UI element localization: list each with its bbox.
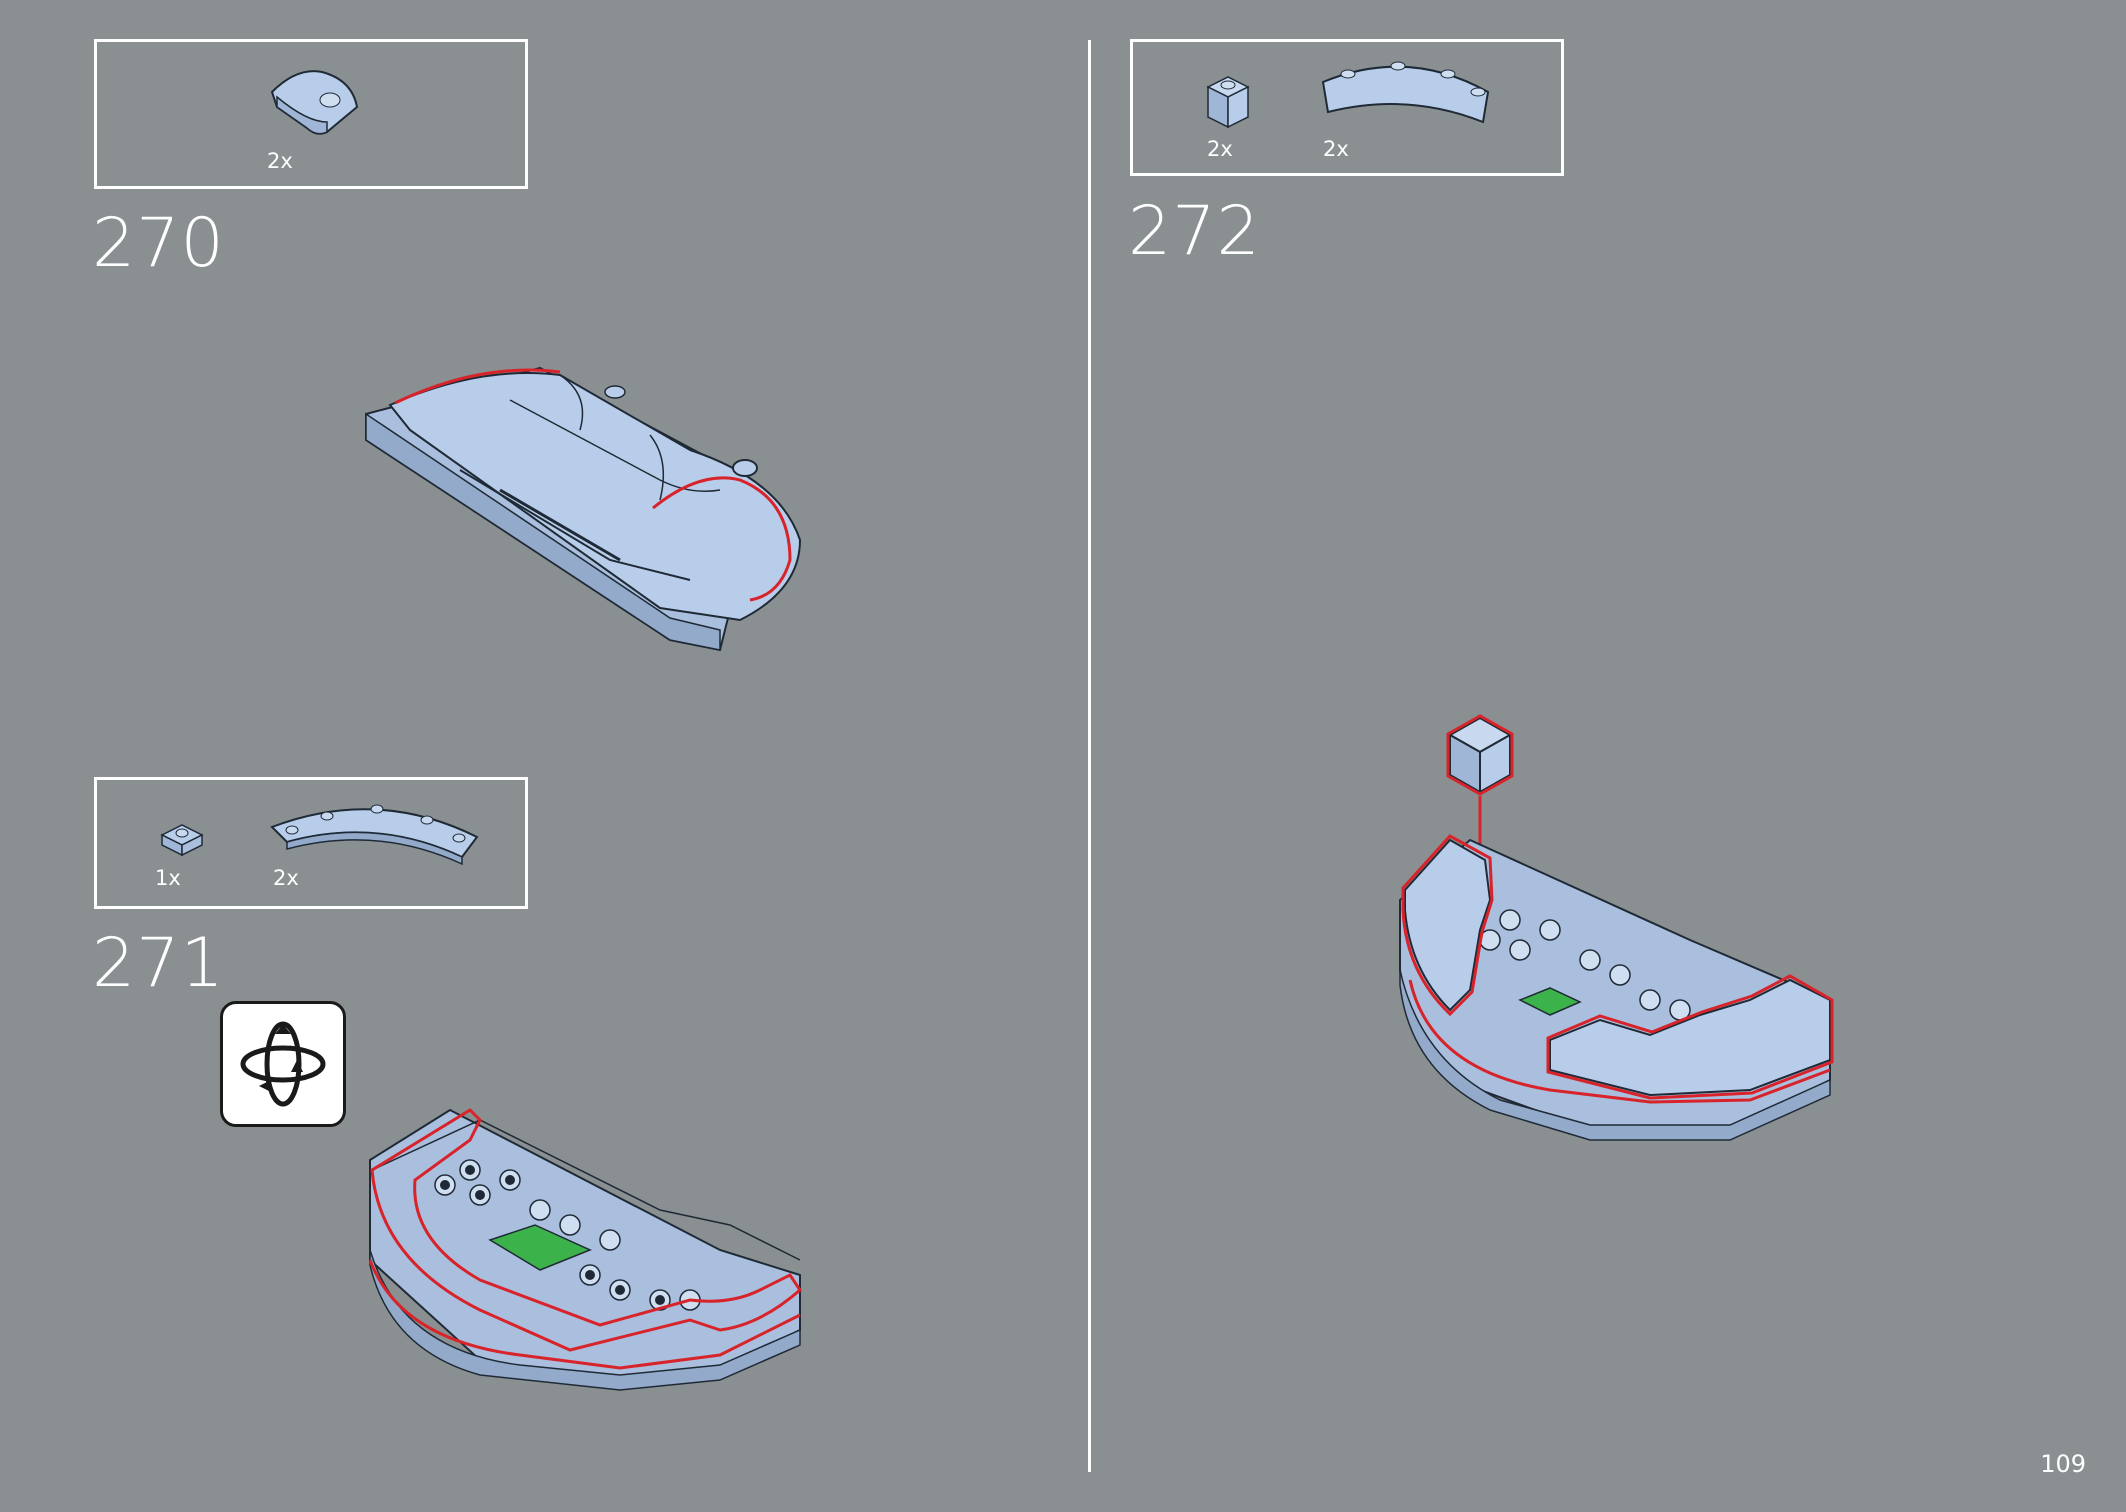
- parts-callout-270: 2x: [94, 39, 528, 189]
- part-qty: 2x: [1323, 137, 1349, 161]
- curved-slope-piece-icon: [270, 70, 359, 135]
- rotate-model-icon: [220, 1001, 346, 1127]
- model-assembly-271: [368, 1108, 802, 1391]
- brick-1x1-piece-icon: [1206, 76, 1250, 129]
- part-qty: 2x: [1207, 137, 1233, 161]
- step-number-272: 272: [1128, 192, 1261, 271]
- parts-callout-272: 2x 2x: [1130, 39, 1564, 176]
- step-number-270: 270: [92, 204, 225, 283]
- model-assembly-272: [1399, 714, 1834, 1141]
- part-qty: 1x: [155, 866, 181, 890]
- model-assembly-270: [365, 366, 802, 652]
- part-qty: 2x: [273, 866, 299, 890]
- parts-callout-271: 1x 2x: [94, 777, 528, 909]
- plate-1x1-piece-icon: [160, 824, 204, 857]
- page-divider: [1088, 40, 1091, 1472]
- curved-plate-arc-piece-icon: [270, 804, 479, 866]
- part-qty: 2x: [267, 149, 293, 173]
- step-number-271: 271: [92, 924, 225, 1003]
- curved-brick-arc-piece-icon: [1321, 61, 1490, 124]
- page-number: 109: [2040, 1450, 2086, 1478]
